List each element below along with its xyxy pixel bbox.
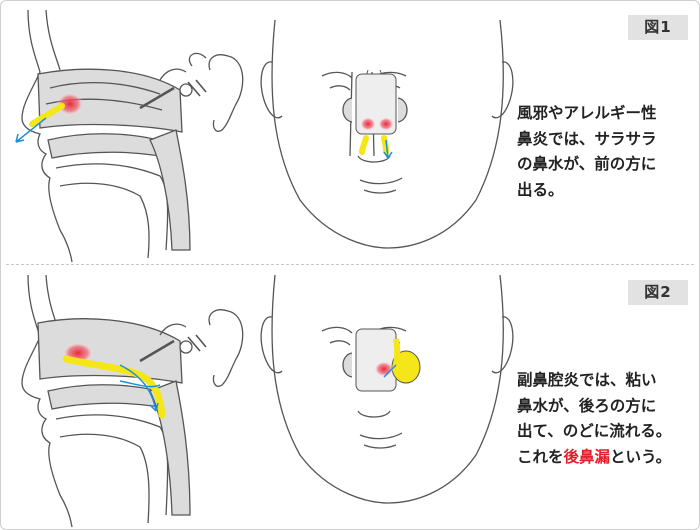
nasal-instrument bbox=[139, 339, 175, 363]
figure-2-panel: 図2 副鼻腔炎では、粘い 鼻水が、後ろの方に 出て、のどに流れる。 これを後鼻漏… bbox=[0, 265, 700, 529]
figure-2-caption: 副鼻腔炎では、粘い 鼻水が、後ろの方に 出て、のどに流れる。 これを後鼻漏という… bbox=[517, 368, 695, 470]
nasal-cavity-side-view bbox=[21, 9, 207, 263]
caption-line: 鼻水が、後ろの方に bbox=[517, 396, 657, 415]
caption-line: 出る。 bbox=[517, 180, 564, 199]
ear-outline bbox=[208, 54, 244, 132]
nasal-cavity-side-view bbox=[21, 274, 207, 528]
inflammation-spot-right bbox=[378, 117, 394, 131]
flow-arrow-down-icon bbox=[383, 139, 393, 160]
caption-text: これを bbox=[517, 447, 564, 466]
sinus-drainage bbox=[391, 338, 401, 373]
inflammation-spot bbox=[56, 92, 84, 116]
inflammation-spot-left bbox=[360, 117, 376, 131]
caption-line: 鼻炎では、サラサラ bbox=[517, 129, 657, 148]
highlighted-term: 後鼻漏 bbox=[563, 447, 611, 466]
nasal-instrument bbox=[139, 86, 175, 110]
figure-2-label: 図2 bbox=[628, 280, 688, 305]
caption-last-line: これを後鼻漏という。 bbox=[517, 445, 695, 471]
figure-1-panel: 図1 風邪やアレルギー性 鼻炎では、サラサラ の鼻水が、前の方に 出る。 bbox=[0, 0, 700, 264]
flow-arrow-icon bbox=[383, 364, 397, 378]
mucus-drop-right bbox=[381, 135, 389, 155]
figure-1-caption: 風邪やアレルギー性 鼻炎では、サラサラ の鼻水が、前の方に 出る。 bbox=[517, 101, 695, 203]
flow-arrow-icon bbox=[119, 364, 157, 412]
mucus-flow-front bbox=[29, 103, 65, 127]
flow-arrow-icon bbox=[15, 117, 47, 143]
caption-line: 風邪やアレルギー性 bbox=[517, 104, 657, 122]
figure-1-illustration bbox=[15, 9, 514, 263]
face-front-view bbox=[260, 274, 514, 504]
mucus-drop-left bbox=[359, 135, 369, 155]
face-front-view bbox=[260, 19, 514, 249]
ear-outline bbox=[208, 309, 244, 387]
figure-2-illustration bbox=[21, 274, 514, 528]
caption-line: の鼻水が、前の方に bbox=[517, 155, 657, 173]
caption-line: 出て、のどに流れる。 bbox=[517, 422, 672, 440]
figure-1-label: 図1 bbox=[628, 15, 688, 40]
caption-line: 副鼻腔炎では、粘い bbox=[517, 371, 657, 389]
caption-text: という。 bbox=[610, 447, 672, 466]
mucus-flow-back bbox=[62, 355, 166, 419]
panel-divider bbox=[6, 264, 694, 265]
